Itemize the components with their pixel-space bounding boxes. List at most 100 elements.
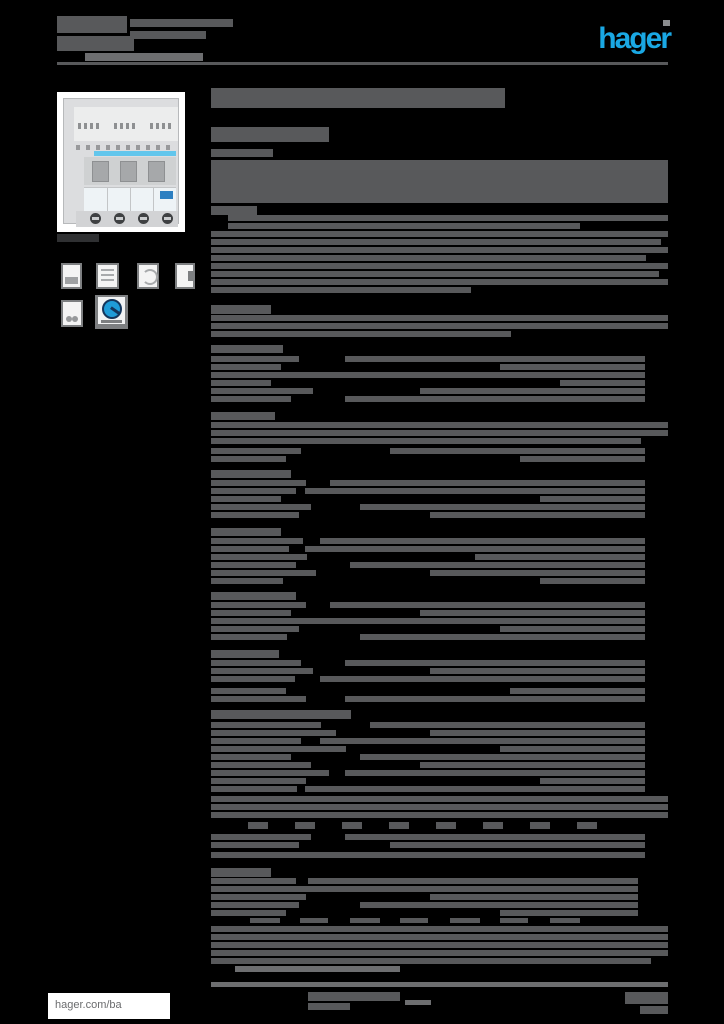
text-bar (430, 894, 638, 900)
breaker-device-image (63, 98, 179, 227)
text-bar (211, 894, 306, 900)
text-bar (390, 842, 645, 848)
text-bar (211, 364, 281, 370)
text-bar (211, 958, 651, 964)
text-bar (211, 650, 279, 658)
text-bar (360, 902, 638, 908)
text-bar (320, 538, 645, 544)
text-bar (211, 422, 668, 428)
text-bar (211, 380, 271, 386)
text-bar (250, 918, 280, 923)
text-bar (57, 62, 668, 65)
text-bar (211, 660, 301, 666)
text-bar (211, 239, 661, 245)
text-bar (211, 688, 286, 694)
text-bar (305, 488, 645, 494)
text-bar (228, 223, 580, 229)
text-bar (345, 696, 645, 702)
vent-slits-icon (78, 123, 100, 129)
text-bar (211, 315, 668, 321)
terminal-markings (76, 145, 176, 150)
text-bar (300, 918, 328, 923)
cover-divider (107, 188, 108, 212)
text-bar (211, 496, 281, 502)
text-bar (520, 456, 645, 462)
terminal-screw-icon (90, 213, 101, 224)
text-bar (345, 834, 645, 840)
footer-site-box: hager.com/ba (48, 993, 170, 1019)
text-bar (540, 578, 645, 584)
text-bar (211, 770, 329, 776)
text-bar (211, 287, 471, 293)
hager-logo: hager (598, 22, 672, 55)
breaker-top-modules (74, 107, 178, 141)
text-bar (500, 364, 645, 370)
text-bar (530, 822, 550, 829)
breaker-toggle (148, 161, 165, 182)
text-bar (345, 852, 645, 858)
text-bar (211, 356, 299, 362)
text-bar (540, 778, 645, 784)
text-bar (211, 279, 668, 285)
text-bar (211, 305, 271, 314)
vent-slits-icon (150, 123, 172, 129)
text-bar (211, 480, 306, 486)
text-bar (211, 430, 668, 436)
cover-divider (153, 188, 154, 212)
text-bar (211, 886, 281, 892)
text-bar (211, 722, 321, 728)
text-bar (211, 746, 346, 752)
text-bar (211, 231, 668, 237)
text-bar (342, 822, 362, 829)
wiring-diagram-icon (96, 263, 119, 289)
text-bar (211, 618, 311, 624)
text-bar (211, 602, 306, 608)
text-bar (500, 626, 645, 632)
text-bar (360, 634, 645, 640)
quality-label-q-icon (95, 295, 128, 329)
text-bar (345, 356, 645, 362)
text-bar (211, 754, 291, 760)
registered-mark-icon (663, 20, 670, 26)
text-bar (305, 372, 645, 378)
text-bar (211, 388, 313, 394)
text-bar (360, 504, 645, 510)
text-bar (320, 676, 645, 682)
product-photo (57, 92, 185, 232)
terminal-strip (76, 211, 178, 227)
breaker-toggle (92, 161, 109, 182)
product-view-icon (175, 263, 195, 289)
terminal-screw-icon (114, 213, 125, 224)
text-bar (211, 738, 301, 744)
text-bar (510, 688, 645, 694)
text-bar (211, 676, 295, 682)
text-bar (211, 578, 283, 584)
text-bar (320, 738, 645, 744)
text-bar (389, 822, 409, 829)
text-bar (211, 842, 299, 848)
text-bar (211, 562, 296, 568)
text-bar (248, 822, 268, 829)
text-bar (57, 16, 127, 33)
text-bar (211, 372, 306, 378)
blue-stripe (94, 151, 176, 156)
breaker-toggle (120, 161, 137, 182)
text-bar (211, 160, 668, 203)
text-bar (211, 868, 271, 877)
text-bar (211, 910, 286, 916)
terminal-screw-icon (138, 213, 149, 224)
text-bar (211, 331, 511, 337)
text-bar (345, 396, 645, 402)
text-bar (550, 918, 580, 923)
text-bar (211, 696, 306, 702)
text-bar (430, 730, 645, 736)
text-bar (57, 36, 134, 51)
text-bar (305, 618, 645, 624)
text-bar (211, 834, 311, 840)
text-bar (483, 822, 503, 829)
text-bar (430, 512, 645, 518)
characteristic-curve-icon (137, 263, 159, 289)
text-bar (211, 668, 313, 674)
text-bar (308, 992, 400, 1001)
footer-site-link[interactable]: hager.com/ba (55, 999, 122, 1011)
